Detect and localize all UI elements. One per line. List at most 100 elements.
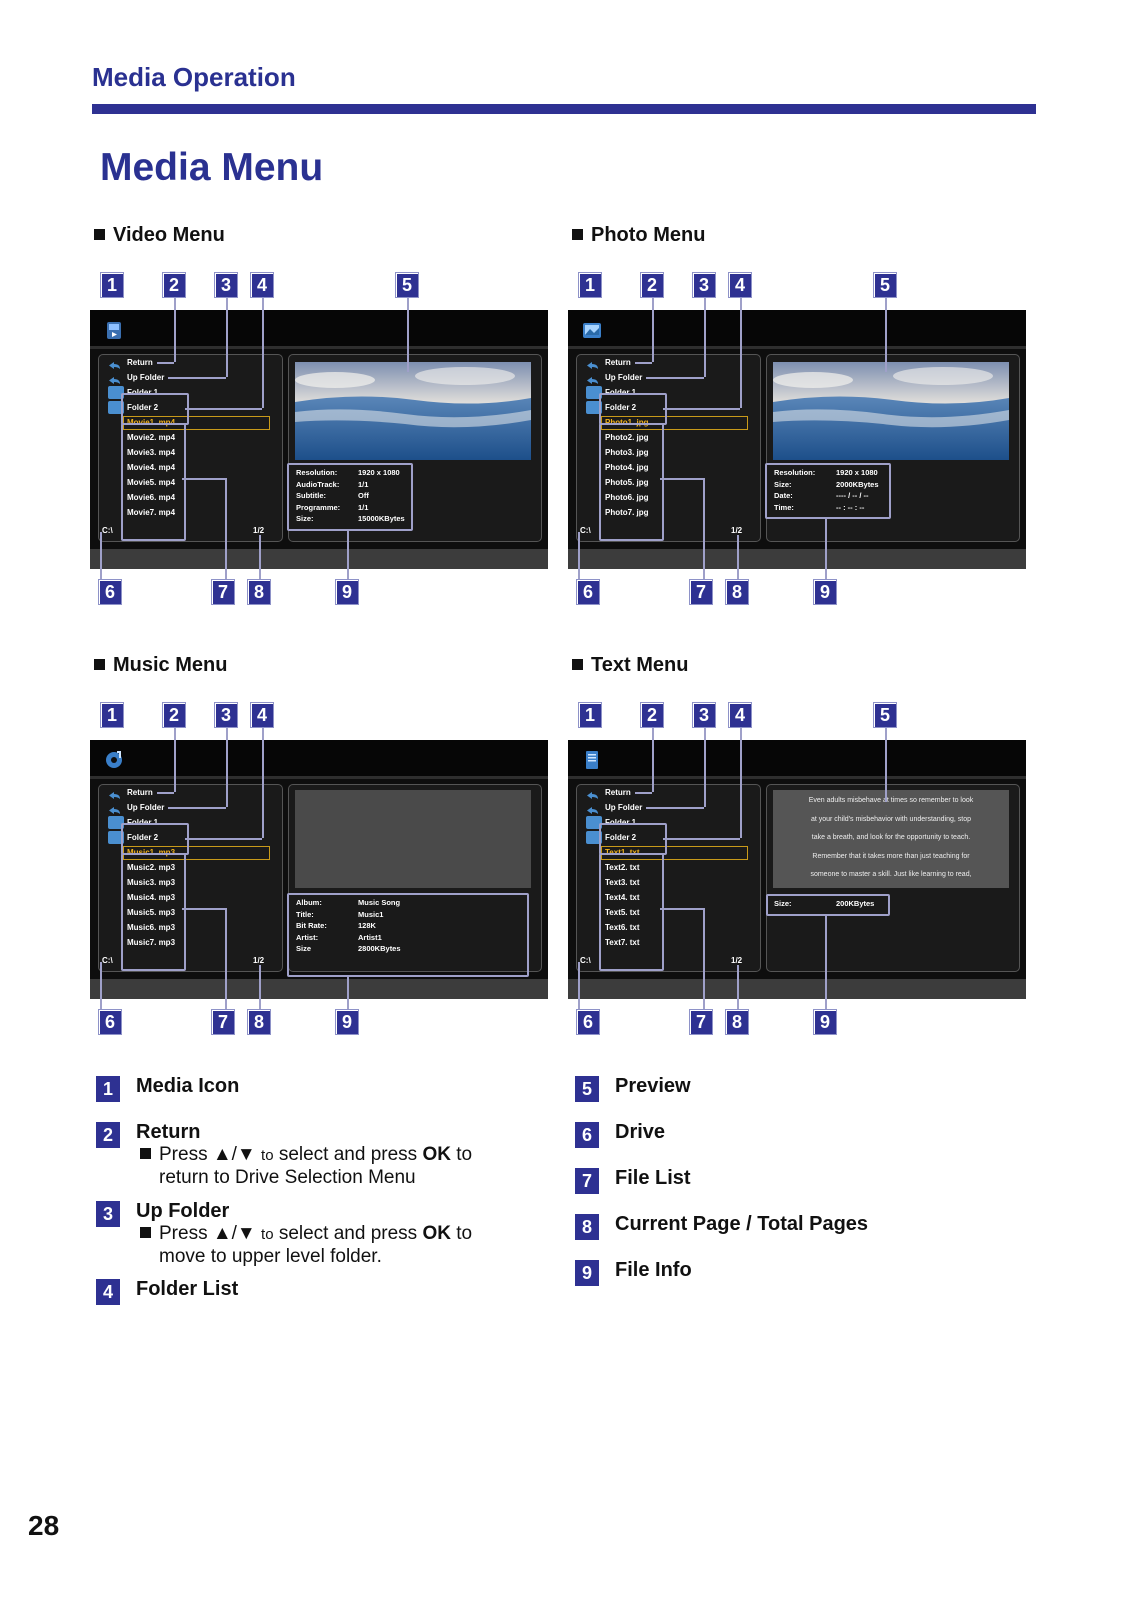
folder-item[interactable]: Folder 1 [605,388,637,397]
file-info-value: 2800KBytes [358,944,401,953]
legend-number: 4 [96,1279,120,1305]
return-item[interactable]: Return [127,358,153,367]
file-item[interactable]: Movie2. mp4 [127,433,176,442]
folder-icon [586,831,602,844]
up-folder-item[interactable]: Up Folder [605,373,643,382]
file-info-row: Time:-- : -- : -- [774,502,864,514]
file-item[interactable]: Photo1. jpg [605,418,649,427]
callout-line [182,908,225,910]
file-item[interactable]: Music4. mp3 [127,893,176,902]
up-folder-item[interactable]: Up Folder [127,373,165,382]
callout-line [652,298,654,362]
callout-line [703,478,705,579]
callout-line [635,362,652,364]
file-item[interactable]: Photo5. jpg [605,478,649,487]
preview-text: Even adults misbehave at times so rememb… [773,790,1009,888]
callout-7: 7 [211,579,235,605]
file-item[interactable]: Music7. mp3 [127,938,176,947]
file-item[interactable]: Movie7. mp4 [127,508,176,517]
menu-subtitle: Photo Menu [572,224,705,247]
folder-item[interactable]: Folder 2 [605,833,637,842]
folder-item[interactable]: Folder 1 [605,818,637,827]
file-item[interactable]: Text1. txt [605,848,640,857]
file-item[interactable]: Photo4. jpg [605,463,649,472]
menu-subtitle: Video Menu [94,224,225,247]
file-item[interactable]: Movie4. mp4 [127,463,176,472]
folder-item[interactable]: Folder 2 [127,403,159,412]
screen-divider [568,776,1026,779]
preview-blank [295,790,531,888]
bullet-square [94,229,105,240]
file-item[interactable]: Photo2. jpg [605,433,649,442]
screen-divider [568,346,1026,349]
desc-ok: OK [422,1144,451,1165]
screen-bottom-bar [90,979,548,999]
file-item[interactable]: Photo3. jpg [605,448,649,457]
page-title: Media Menu [100,146,324,189]
preview-text-line: someone to master a skill. Just like lea… [810,871,972,878]
callout-line [663,838,740,840]
file-info-row: Artist:Artist1 [296,932,382,944]
legend-title: Media Icon [136,1075,240,1097]
up-folder-icon [586,373,600,384]
return-item[interactable]: Return [605,788,631,797]
file-item[interactable]: Movie6. mp4 [127,493,176,502]
file-info-box [287,463,413,531]
file-item[interactable]: Text5. txt [605,908,640,917]
return-item[interactable]: Return [127,788,153,797]
up-folder-icon [586,803,600,814]
up-folder-item[interactable]: Up Folder [127,803,165,812]
page-indicator: 1/2 [731,956,743,965]
callout-6: 6 [576,1009,600,1035]
file-item[interactable]: Music6. mp3 [127,923,176,932]
callout-1: 1 [100,702,124,728]
folder-item[interactable]: Folder 2 [605,403,637,412]
file-item[interactable]: Music5. mp3 [127,908,176,917]
callout-4: 4 [728,272,752,298]
file-item[interactable]: Text4. txt [605,893,640,902]
file-item[interactable]: Music3. mp3 [127,878,176,887]
callout-line [740,728,742,838]
file-item[interactable]: Text2. txt [605,863,640,872]
return-item[interactable]: Return [605,358,631,367]
callout-line [652,728,654,792]
file-info-row: AudioTrack:1/1 [296,479,368,491]
legend-title: Up Folder [136,1200,230,1222]
file-info-key: Time: [774,502,794,512]
folder-item[interactable]: Folder 1 [127,388,159,397]
file-info-key: AudioTrack: [296,479,340,489]
file-item[interactable]: Text7. txt [605,938,640,947]
up-folder-item[interactable]: Up Folder [605,803,643,812]
file-item[interactable]: Photo6. jpg [605,493,649,502]
folder-icon [108,831,124,844]
desc-press: Press ▲/▼ [159,1223,256,1244]
callout-line [646,377,704,379]
file-item[interactable]: Text6. txt [605,923,640,932]
file-list-pane [576,354,761,542]
folder-item[interactable]: Folder 1 [127,818,159,827]
callout-6: 6 [576,579,600,605]
file-info-row: Size:2000KBytes [774,479,879,491]
folder-item[interactable]: Folder 2 [127,833,159,842]
page-indicator: 1/2 [253,526,265,535]
file-item[interactable]: Movie1. mp4 [127,418,176,427]
file-item[interactable]: Photo7. jpg [605,508,649,517]
legend-number: 6 [575,1122,599,1148]
file-item[interactable]: Music1. mp3 [127,848,176,857]
file-item[interactable]: Music2. mp3 [127,863,176,872]
file-info-key: Date: [774,491,793,500]
callout-7: 7 [689,1009,713,1035]
callout-9: 9 [335,579,359,605]
preview-text-line: Even adults misbehave at times so rememb… [808,797,974,804]
desc-select: select and press [278,1223,418,1244]
bullet-square [140,1148,151,1159]
callout-4: 4 [250,702,274,728]
file-item[interactable]: Movie5. mp4 [127,478,176,487]
file-item[interactable]: Movie3. mp4 [127,448,176,457]
file-info-row: Album:Music Song [296,897,400,909]
file-item[interactable]: Text3. txt [605,878,640,887]
